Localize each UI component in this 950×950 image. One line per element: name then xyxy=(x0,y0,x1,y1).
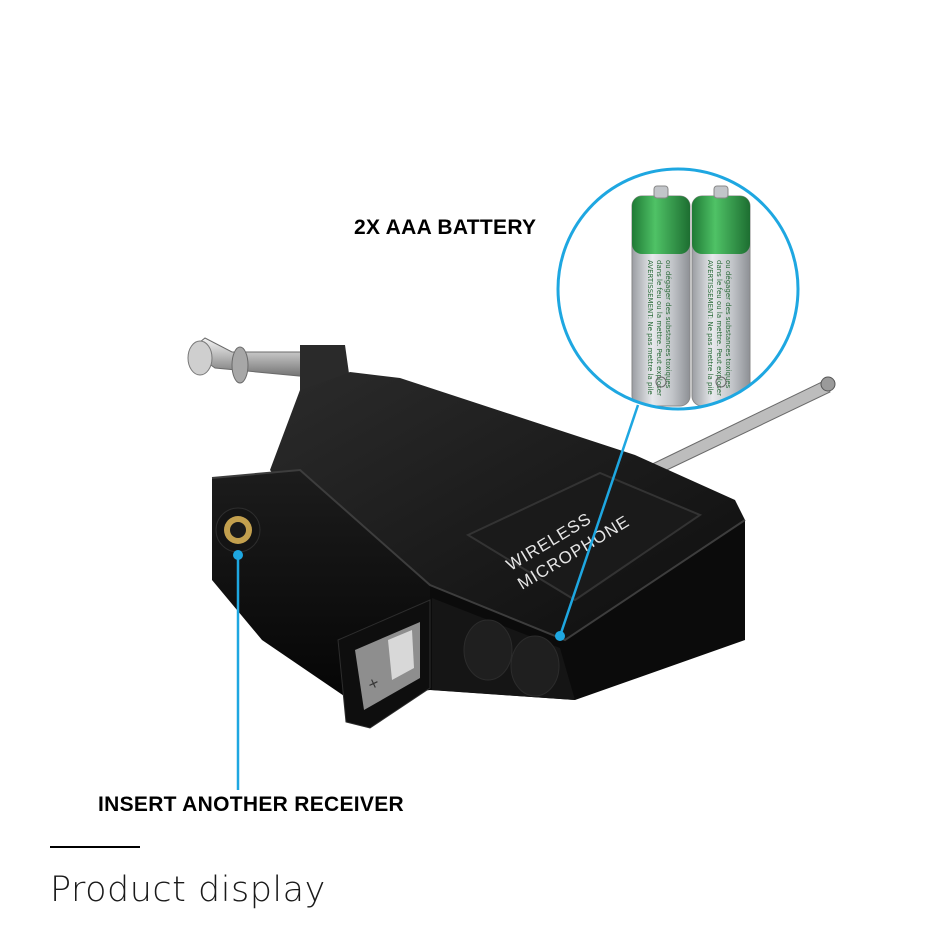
battery-callout: AVERTISSEMENT: Ne pas mettre la pile dan… xyxy=(556,167,800,411)
battery-leader-dot xyxy=(555,631,565,641)
battery-compartment xyxy=(432,598,575,700)
callout-ring xyxy=(556,167,800,411)
jack-socket xyxy=(215,507,261,553)
battery-leader-line xyxy=(558,404,640,637)
svg-text:dans le feu ou la mettre. Peut: dans le feu ou la mettre. Peut exploser xyxy=(655,260,663,396)
battery-callout-label: 2X AAA BATTERY xyxy=(354,216,537,239)
section-title: Product display xyxy=(50,870,326,910)
receiver-leader-dot xyxy=(233,550,243,560)
svg-text:ou dégager des substances toxi: ou dégager des substances toxiques xyxy=(724,260,732,389)
svg-text:AVERTISSEMENT: Ne pas mettre l: AVERTISSEMENT: Ne pas mettre la pile xyxy=(646,260,654,395)
battery-door: + xyxy=(337,599,431,729)
aaa-battery-left: AVERTISSEMENT: Ne pas mettre la pile dan… xyxy=(631,185,691,407)
callout-leaders xyxy=(233,404,640,790)
audio-plug xyxy=(187,337,352,395)
svg-text:dans le feu ou la mettre. Peut: dans le feu ou la mettre. Peut exploser xyxy=(715,260,723,396)
receiver-callout-label: INSERT ANOTHER RECEIVER xyxy=(98,793,404,816)
aaa-battery-right: AVERTISSEMENT: Ne pas mettre la pile dan… xyxy=(691,185,751,407)
antenna xyxy=(639,376,836,479)
section-divider xyxy=(50,846,140,848)
svg-text:AVERTISSEMENT: Ne pas mettre l: AVERTISSEMENT: Ne pas mettre la pile xyxy=(706,260,714,395)
svg-text:ou dégager des substances toxi: ou dégager des substances toxiques xyxy=(664,260,672,389)
